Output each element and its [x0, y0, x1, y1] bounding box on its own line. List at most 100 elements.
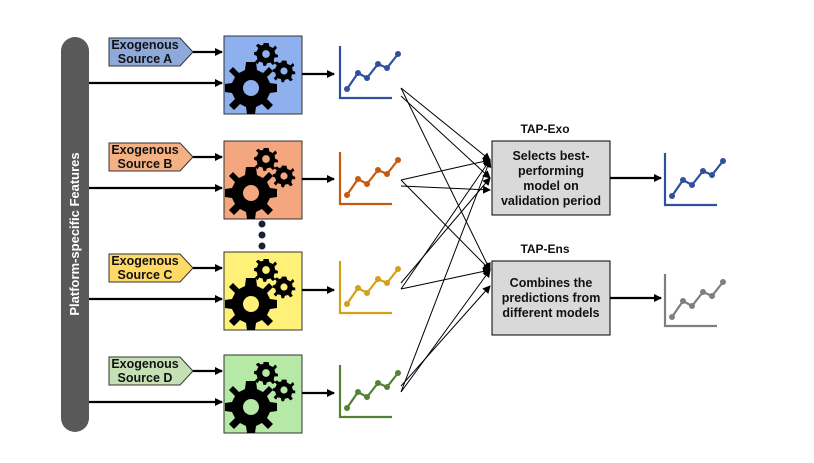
- ellipsis-dot: [258, 220, 266, 228]
- chart-point: [384, 171, 390, 177]
- source-label-line-1: Exogenous: [111, 143, 178, 157]
- tap-exo-box: [491, 140, 611, 216]
- tap-exo-forecast-chart: [663, 153, 726, 207]
- chart-point: [680, 177, 686, 183]
- routing-arrow: [400, 177, 491, 284]
- chart-point: [364, 75, 370, 81]
- routing-arrow: [400, 269, 491, 393]
- gear-large-icon: [225, 381, 277, 433]
- tap-ens-line-2: predictions from: [502, 291, 601, 305]
- tap-exo-block: TAP-Exo Selects best- performing model o…: [491, 122, 662, 216]
- source-label-shape: [108, 356, 194, 386]
- chart-point: [700, 289, 706, 295]
- model-box: [223, 140, 303, 220]
- routing-arrow: [400, 87, 491, 271]
- chart-point: [364, 394, 370, 400]
- chart-point: [669, 193, 675, 199]
- chart-point: [384, 65, 390, 71]
- source-forecast-chart: [338, 261, 401, 315]
- chart-axes: [338, 365, 392, 419]
- ellipsis-dot: [258, 242, 266, 250]
- chart-point: [344, 86, 350, 92]
- chart-point: [344, 192, 350, 198]
- chart-point: [709, 172, 715, 178]
- tap-ens-line-1: Combines the: [510, 276, 593, 290]
- chart-line: [346, 53, 399, 90]
- tap-exo-line-3: model on: [523, 179, 579, 193]
- chart-line: [671, 160, 724, 197]
- chart-line: [346, 159, 399, 196]
- routing-arrow: [400, 159, 491, 290]
- source-label-line-1: Exogenous: [111, 357, 178, 371]
- source-label-line-2: Source C: [118, 268, 173, 282]
- chart-point: [375, 380, 381, 386]
- chart-point: [364, 181, 370, 187]
- source-forecast-chart: [338, 152, 401, 206]
- chart-point: [720, 279, 726, 285]
- chart-point: [669, 314, 675, 320]
- chart-point: [355, 70, 361, 76]
- routing-arrow: [400, 267, 491, 290]
- routing-arrow: [400, 87, 491, 161]
- chart-point: [395, 51, 401, 57]
- output-charts: [663, 153, 726, 328]
- model-box: [223, 251, 303, 331]
- chart-point: [375, 167, 381, 173]
- chart-point: [375, 61, 381, 67]
- source-label-line-2: Source B: [118, 157, 173, 171]
- gear-large-icon: [225, 62, 277, 114]
- tap-ens-forecast-chart: [663, 274, 726, 328]
- tap-ens-block: TAP-Ens Combines the predictions from di…: [491, 242, 662, 336]
- chart-point: [395, 157, 401, 163]
- chart-point: [375, 276, 381, 282]
- tap-exo-line-4: validation period: [501, 194, 601, 208]
- chart-point: [355, 176, 361, 182]
- tap-exo-line-2: performing: [518, 164, 584, 178]
- chart-point: [395, 266, 401, 272]
- routing-arrow: [400, 159, 492, 393]
- chart-line: [346, 268, 399, 305]
- chart-line: [346, 372, 399, 409]
- chart-point: [344, 405, 350, 411]
- tap-exo-line-1: Selects best-: [512, 149, 589, 163]
- source-label-line-1: Exogenous: [111, 254, 178, 268]
- platform-features-bar: Platform-specific Features: [61, 37, 89, 432]
- routing-arrow: [400, 285, 491, 387]
- chart-point: [355, 285, 361, 291]
- gear-large-icon: [225, 167, 277, 219]
- sidebar-shape: [61, 37, 89, 432]
- routing-arrow: [400, 185, 491, 194]
- chart-point: [689, 182, 695, 188]
- tap-ens-line-3: different models: [502, 306, 599, 320]
- chart-axes: [663, 153, 717, 207]
- chart-point: [689, 303, 695, 309]
- more-sources-ellipsis: [258, 220, 266, 250]
- chart-point: [700, 168, 706, 174]
- source-label-shape: [108, 37, 194, 67]
- routing-arrow: [400, 95, 491, 179]
- source-label-line-1: Exogenous: [111, 38, 178, 52]
- model-box: [223, 354, 303, 434]
- source-forecast-chart: [338, 365, 401, 419]
- chart-point: [720, 158, 726, 164]
- routing-arrows: [400, 87, 492, 393]
- routing-arrow: [400, 157, 491, 181]
- chart-axes: [338, 46, 392, 100]
- source-label-shape: [108, 142, 194, 172]
- tap-ens-title: TAP-Ens: [520, 242, 569, 256]
- tap-exo-title: TAP-Exo: [520, 122, 569, 136]
- chart-point: [355, 389, 361, 395]
- sidebar-label: Platform-specific Features: [67, 152, 82, 315]
- chart-point: [344, 301, 350, 307]
- chart-line: [671, 281, 724, 318]
- ellipsis-dot: [258, 231, 266, 239]
- chart-point: [395, 370, 401, 376]
- source-forecast-chart: [338, 46, 401, 100]
- chart-axes: [338, 261, 392, 315]
- chart-point: [384, 384, 390, 390]
